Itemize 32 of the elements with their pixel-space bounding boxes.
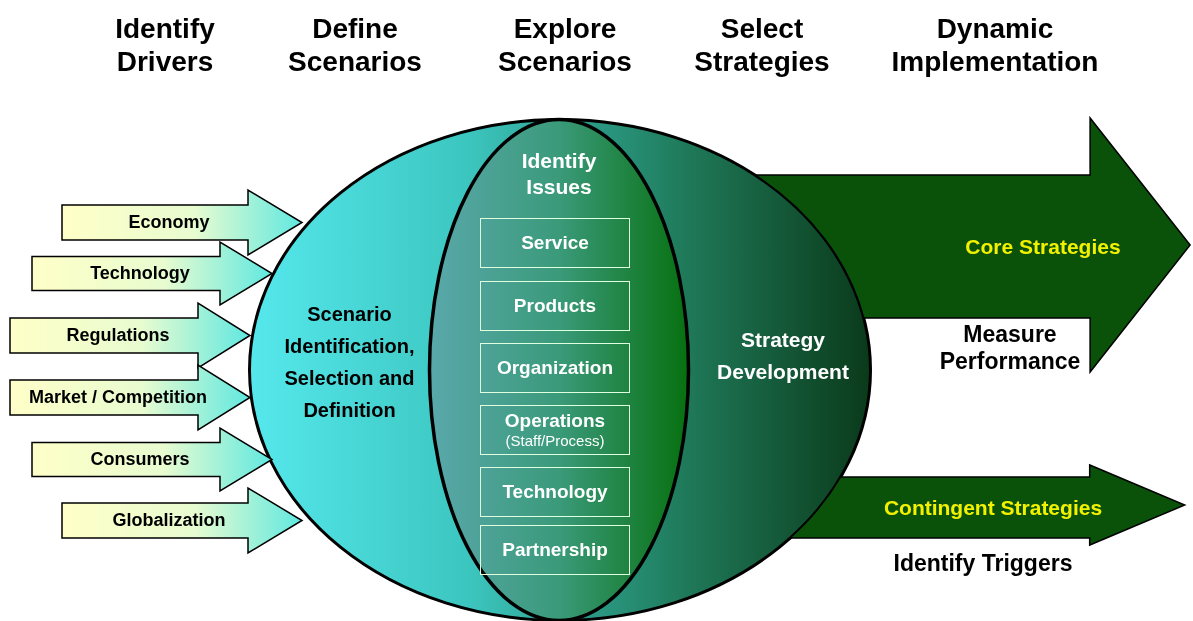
block-arrow: [790, 465, 1185, 545]
issue-label: Organization: [496, 357, 614, 379]
outcome-label: Measure Performance: [938, 321, 1082, 375]
issue-note: (Staff/Process): [505, 432, 605, 450]
issue-label: Operations: [504, 410, 606, 432]
strategy-label: Core Strategies: [964, 233, 1122, 260]
issue-box: [480, 281, 630, 331]
phase-heading: Dynamic Implementation: [890, 12, 1100, 78]
stage-label: Strategy Development: [716, 327, 850, 385]
section-heading: Identify Issues: [520, 148, 598, 200]
pointer-banner: Consumers: [32, 428, 272, 491]
issue-box: [480, 525, 630, 575]
phase-heading: Identify Drivers: [114, 12, 216, 78]
pointer-banner: Globalization: [62, 488, 302, 553]
pointer-banner: Technology: [32, 242, 272, 305]
phase-heading: Select Strategies: [693, 12, 831, 78]
strategy-label: Contingent Strategies: [882, 494, 1104, 521]
issue-box: [480, 218, 630, 268]
phase-heading: Explore Scenarios: [497, 12, 633, 78]
pointer-banner: Economy: [62, 190, 302, 255]
issue-box: [480, 467, 630, 517]
issue-label: Service: [521, 232, 589, 254]
issue-label: Technology: [502, 481, 608, 503]
issue-box: [480, 405, 630, 455]
outcome-label: Identify Triggers: [892, 550, 1074, 577]
issue-label: Partnership: [502, 539, 608, 561]
pointer-banner: Market / Competition: [10, 365, 250, 430]
stage-label: Scenario Identification, Selection and Definition: [283, 302, 416, 423]
issue-label: Products: [513, 295, 597, 317]
pointer-banner: Regulations: [10, 303, 250, 368]
phase-heading: Define Scenarios: [287, 12, 423, 78]
issue-box: [480, 343, 630, 393]
